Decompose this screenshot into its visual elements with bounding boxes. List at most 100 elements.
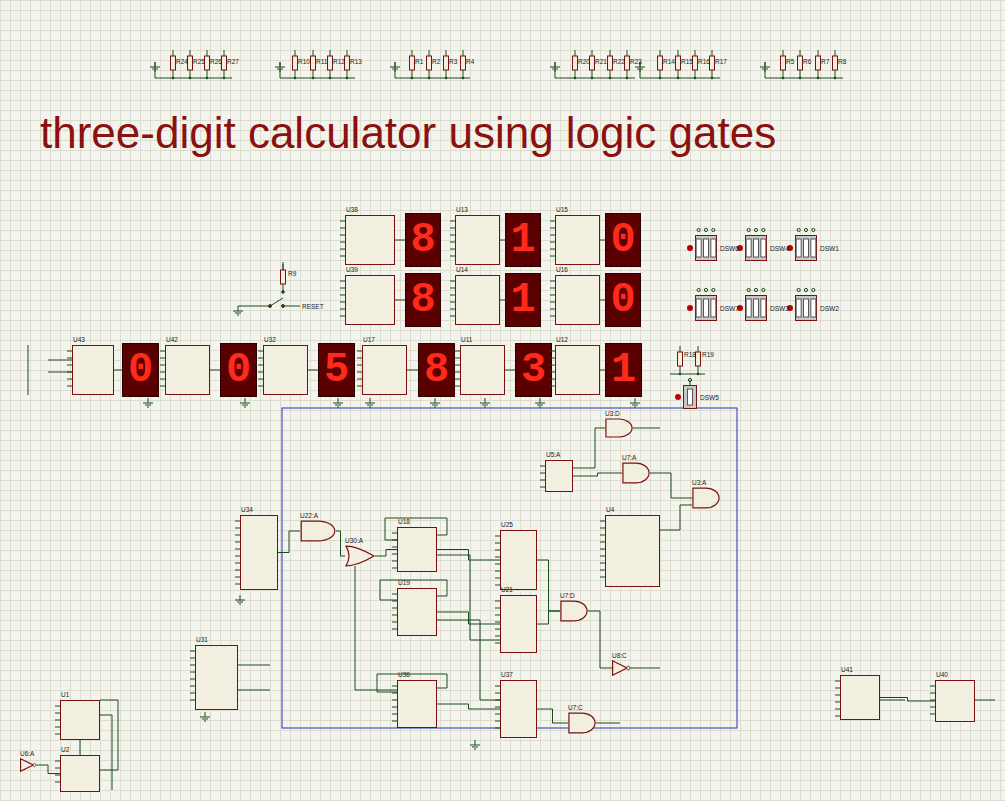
gate-shape bbox=[613, 661, 627, 675]
switch-lever bbox=[761, 299, 766, 317]
pin-line bbox=[392, 622, 397, 623]
pin-line bbox=[258, 379, 263, 380]
ic-chip: U12 bbox=[555, 345, 600, 395]
switch-pin bbox=[697, 288, 700, 291]
pin-line bbox=[392, 700, 397, 701]
pin-line bbox=[392, 554, 397, 555]
switch-lever bbox=[704, 239, 709, 257]
display-digit: 3 bbox=[516, 344, 551, 396]
pin-line bbox=[550, 242, 555, 243]
part-label: U32 bbox=[264, 336, 276, 343]
pin-line bbox=[450, 288, 455, 289]
resistor-label: R15 bbox=[681, 58, 693, 65]
pin-line bbox=[258, 351, 263, 352]
pin-line bbox=[600, 535, 605, 536]
ic-chip: U16 bbox=[555, 275, 600, 325]
pin-line bbox=[540, 480, 545, 481]
part-label: U18 bbox=[398, 518, 410, 525]
switch-indicator bbox=[687, 305, 693, 311]
switch-lever bbox=[711, 239, 716, 257]
pin-line bbox=[550, 309, 555, 310]
pin-line bbox=[235, 584, 240, 585]
ic-chip: U37 bbox=[500, 680, 537, 738]
or-gate: U30:A bbox=[345, 545, 375, 567]
part-label: U7:C bbox=[568, 704, 583, 711]
pin-line bbox=[357, 358, 362, 359]
switch-levers bbox=[795, 235, 817, 261]
pin-line bbox=[495, 585, 500, 586]
pin-line bbox=[235, 563, 240, 564]
part-label: U12 bbox=[556, 336, 568, 343]
wire-connector bbox=[336, 531, 345, 556]
ic-chip: U43 bbox=[72, 345, 114, 395]
pin-line bbox=[340, 228, 345, 229]
wire-connector bbox=[537, 611, 560, 624]
pin-line bbox=[55, 713, 60, 714]
gate-outline bbox=[300, 520, 336, 542]
gate-outline bbox=[20, 758, 36, 772]
gate-shape bbox=[693, 488, 719, 508]
switch-lever bbox=[811, 299, 816, 317]
ic-pins bbox=[397, 680, 437, 728]
pin-line bbox=[55, 775, 60, 776]
seven-segment-display: 1 bbox=[505, 213, 541, 267]
part-label: U19 bbox=[398, 579, 410, 586]
pin-line bbox=[190, 700, 195, 701]
switch-levers bbox=[683, 385, 697, 409]
part-label: U7:D bbox=[560, 592, 575, 599]
and-gate: U7:A bbox=[622, 462, 650, 484]
ic-chip: U13 bbox=[455, 215, 500, 265]
pin-line bbox=[235, 528, 240, 529]
pin-line bbox=[600, 528, 605, 529]
ic-chip: U18 bbox=[397, 527, 437, 572]
pin-line bbox=[550, 386, 555, 387]
gate-outline bbox=[568, 712, 596, 734]
ic-pins bbox=[60, 700, 100, 740]
switch-levers bbox=[795, 295, 817, 321]
gate-outline bbox=[612, 660, 630, 676]
pin-line bbox=[55, 734, 60, 735]
switch-label: DSW4 bbox=[770, 245, 789, 252]
ic-pins bbox=[345, 215, 395, 265]
resistor-label: R6 bbox=[803, 58, 811, 65]
part-label: U15 bbox=[556, 206, 568, 213]
switch-levers bbox=[695, 235, 717, 261]
resistor-label: R2 bbox=[432, 58, 440, 65]
resistor-label: R8 bbox=[838, 58, 846, 65]
seven-segment-display: 1 bbox=[605, 343, 642, 397]
pin-line bbox=[455, 386, 460, 387]
part-label: U3:A bbox=[692, 479, 706, 486]
display-digit: 0 bbox=[221, 344, 256, 396]
pin-line bbox=[55, 761, 60, 762]
switch-pin bbox=[712, 288, 715, 291]
pin-line bbox=[340, 242, 345, 243]
pin-line bbox=[550, 351, 555, 352]
switch-pin bbox=[797, 288, 800, 291]
switch-pin bbox=[712, 228, 715, 231]
pin-line bbox=[340, 249, 345, 250]
gate-outline bbox=[345, 545, 375, 567]
and-gate: U7:C bbox=[568, 712, 596, 734]
ic-pins bbox=[345, 275, 395, 325]
part-label: U42 bbox=[166, 336, 178, 343]
resistor-label: R9 bbox=[288, 270, 296, 277]
seven-segment-display: 0 bbox=[122, 343, 159, 397]
and-gate: U7:D bbox=[560, 600, 588, 622]
inverter-gate: U8:C bbox=[612, 660, 630, 676]
pin-line bbox=[495, 714, 500, 715]
switch-label: DSW7 bbox=[720, 305, 739, 312]
pin-line bbox=[550, 235, 555, 236]
display-digit: 1 bbox=[606, 344, 641, 396]
wire-connector bbox=[505, 370, 515, 371]
dip-switch: DSW7 bbox=[695, 295, 717, 321]
seven-segment-display: 0 bbox=[605, 213, 641, 267]
ic-chip: U19 bbox=[397, 588, 437, 636]
pin-line bbox=[357, 351, 362, 352]
display-digit: 8 bbox=[419, 344, 454, 396]
pin-line bbox=[160, 379, 165, 380]
switch-lever bbox=[696, 239, 701, 257]
pin-line bbox=[540, 473, 545, 474]
pin-line bbox=[392, 615, 397, 616]
ic-chip: U31 bbox=[195, 645, 238, 710]
wire-connector bbox=[437, 612, 500, 624]
